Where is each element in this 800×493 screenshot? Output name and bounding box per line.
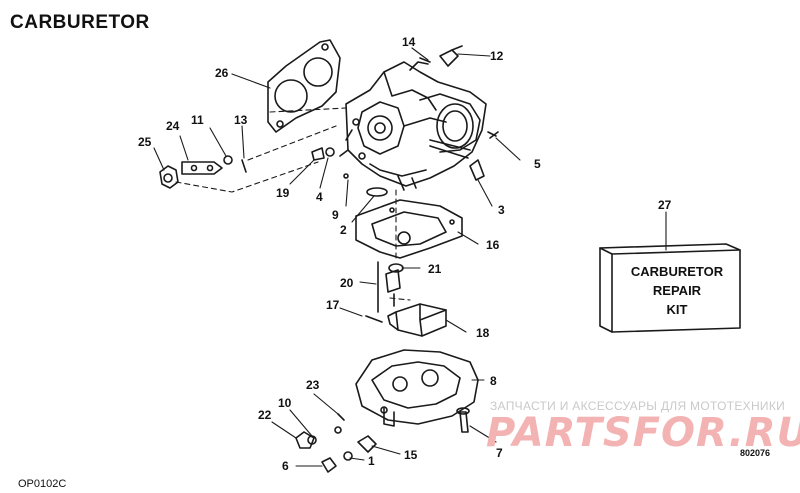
callout-6: 6 — [282, 459, 289, 473]
callout-leaders — [153, 47, 667, 467]
callout-27: 27 — [658, 198, 672, 212]
repair-kit-box — [599, 243, 741, 333]
figure-code: 802076 — [740, 448, 771, 458]
gasket-16 — [355, 199, 463, 259]
callout-13: 13 — [234, 113, 248, 127]
watermark-text: ЗАПЧАСТИ И АКСЕССУАРЫ ДЛЯ МОТОТЕХНИКИ — [490, 399, 786, 413]
gasket-26 — [267, 39, 341, 133]
callout-18: 18 — [476, 326, 490, 340]
dashed-leaders — [175, 107, 411, 301]
callout-1: 1 — [368, 454, 375, 468]
needle-valve-parts — [377, 261, 404, 313]
pin-17 — [365, 315, 383, 323]
callout-21: 21 — [428, 262, 442, 276]
float-bowl-8 — [355, 349, 479, 427]
repair-kit-label: CARBURETOR REPAIR KIT — [614, 262, 740, 319]
callout-11: 11 — [191, 113, 204, 127]
screw-7 — [456, 407, 470, 433]
callout-26: 26 — [215, 66, 229, 80]
kit-line-1: CARBURETOR — [630, 264, 724, 279]
side-screws — [469, 131, 499, 181]
watermark-logo: PARTSFOR.RU — [486, 410, 800, 456]
kit-line-3: KIT — [666, 302, 688, 317]
callout-2: 2 — [340, 223, 347, 237]
small-parts-left — [311, 147, 349, 179]
callout-23: 23 — [306, 378, 320, 392]
callout-9: 9 — [332, 208, 339, 222]
callout-17: 17 — [326, 298, 340, 312]
callout-7: 7 — [496, 446, 503, 460]
callout-5: 5 — [534, 157, 541, 171]
drawing-code: OP0102C — [18, 478, 67, 490]
callout-14: 14 — [402, 35, 416, 49]
washer-2 — [366, 187, 388, 197]
callout-4: 4 — [316, 190, 323, 204]
callout-8: 8 — [490, 374, 497, 388]
callout-16: 16 — [486, 238, 500, 252]
callout-15: 15 — [404, 448, 418, 462]
callout-19: 19 — [276, 186, 290, 200]
callout-20: 20 — [340, 276, 354, 290]
callout-10: 10 — [278, 396, 292, 410]
top-parts — [419, 45, 463, 67]
carburetor-body — [339, 61, 487, 191]
linkage-parts — [159, 155, 247, 189]
float-18 — [387, 303, 447, 337]
bottom-small-parts — [295, 413, 377, 473]
callout-24: 24 — [166, 119, 180, 133]
callout-12: 12 — [490, 49, 504, 63]
callout-25: 25 — [138, 135, 152, 149]
kit-line-2: REPAIR — [652, 283, 702, 298]
callout-22: 22 — [258, 408, 272, 422]
page-title: CARBURETOR — [10, 12, 150, 33]
callout-3: 3 — [498, 203, 505, 217]
